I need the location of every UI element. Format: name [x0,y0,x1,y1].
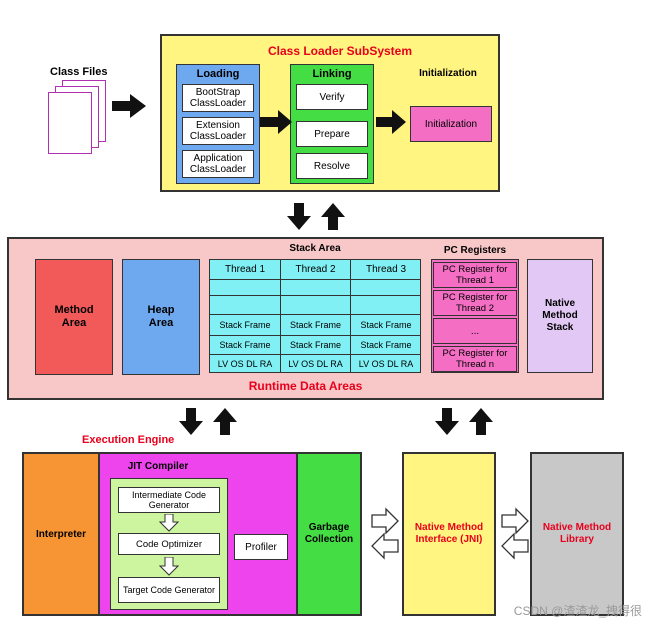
stack-frame-3a: Stack Frame [360,320,412,330]
heap-area: Heap Area [122,259,200,375]
class-files-label: Class Files [50,66,108,78]
up-arrow-icon [321,203,345,230]
code-optimizer: Code Optimizer [118,533,220,555]
thread-3-header: Thread 3 [365,264,407,275]
extension-classloader: Extension ClassLoader [182,117,254,145]
initialization-title: Initialization [419,68,477,79]
runtime-data-areas: Runtime Data Areas Method Area Heap Area… [7,237,604,400]
hollow-left-arrow-icon [501,532,529,560]
right-arrow-icon [376,110,406,134]
class-loader-subsystem: Class Loader SubSystem Loading BootStrap… [160,34,500,192]
down-arrow-icon [435,408,459,435]
intermediate-code-generator: Intermediate Code Generator [118,487,220,513]
up-arrow-icon [469,408,493,435]
jit-title: JIT Compiler [127,461,189,472]
jit-compiler: JIT Compiler Intermediate Code Generator… [98,452,298,616]
resolve-step: Resolve [296,153,368,179]
stack-area-title: Stack Area [289,243,341,254]
linking-panel: Linking Verify Prepare Resolve [290,64,374,184]
thread-2-header: Thread 2 [295,264,336,275]
profiler: Profiler [234,534,288,560]
linking-title: Linking [312,68,352,80]
interpreter: Interpreter [22,452,100,616]
bootstrap-classloader: BootStrap ClassLoader [182,84,254,112]
down-arrow-icon [287,203,311,230]
hollow-right-arrow-icon [371,507,399,535]
lv-os-dl-ra-1: LV OS DL RA [217,359,273,369]
thread-1-header: Thread 1 [224,264,266,275]
stack-area: Thread 1 Thread 2 Thread 3 Stack Frame S… [209,259,421,373]
loading-panel: Loading BootStrap ClassLoader Extension … [176,64,260,184]
runtime-title: Runtime Data Areas [248,379,363,393]
initialization-box: Initialization [410,106,492,142]
loading-title: Loading [196,68,240,80]
down-arrow-icon [179,408,203,435]
target-code-generator: Target Code Generator [118,577,220,603]
stack-frame-3b: Stack Frame [360,340,412,350]
up-arrow-icon [213,408,237,435]
lv-os-dl-ra-2: LV OS DL RA [288,359,343,369]
pc-register-ellipsis: ... [433,318,517,344]
stack-frame-2b: Stack Frame [289,340,341,350]
pc-register-thread-1: PC Register for Thread 1 [433,262,517,288]
garbage-collection: Garbage Collection [296,452,362,616]
jit-down-arrow-icon [159,514,179,532]
hollow-right-arrow-icon [501,507,529,535]
stack-frame-1a: Stack Frame [219,320,271,330]
class-files-icon [44,80,114,160]
stack-frame-1b: Stack Frame [219,340,271,350]
pc-register-thread-2: PC Register for Thread 2 [433,290,517,316]
method-area: Method Area [35,259,113,375]
pc-register-thread-n: PC Register for Thread n [433,346,517,372]
lv-os-dl-ra-3: LV OS DL RA [358,359,414,369]
right-arrow-icon [112,94,146,118]
prepare-step: Prepare [296,121,368,147]
native-method-library: Native Method Library [530,452,624,616]
watermark: CSDN @渣渣龙_拽得很 [513,604,642,618]
native-method-stack: Native Method Stack [527,259,593,373]
pc-registers: PC Register for Thread 1 PC Register for… [431,259,519,373]
jit-pipeline: Intermediate Code Generator Code Optimiz… [110,478,228,610]
pc-registers-title: PC Registers [443,245,507,256]
execution-engine-title: Execution Engine [82,434,175,446]
verify-step: Verify [296,84,368,110]
right-arrow-icon [260,110,292,134]
hollow-left-arrow-icon [371,532,399,560]
jit-down-arrow-icon [159,557,179,576]
stack-frame-2a: Stack Frame [289,320,341,330]
class-loader-title: Class Loader SubSystem [267,44,413,58]
application-classloader: Application ClassLoader [182,150,254,178]
native-method-interface: Native Method Interface (JNI) [402,452,496,616]
